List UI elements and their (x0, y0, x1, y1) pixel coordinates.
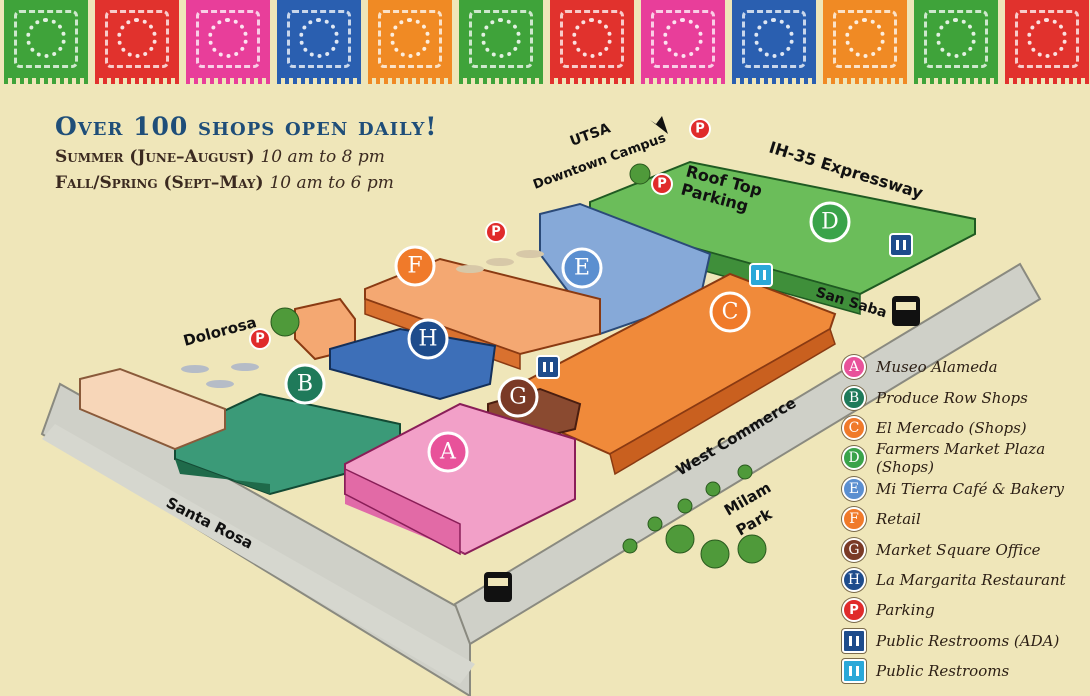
marker-g[interactable]: G (497, 376, 539, 418)
label-dolorosa: Dolorosa (181, 313, 258, 350)
legend-marker: A (842, 355, 866, 380)
svg-text:P: P (491, 225, 501, 240)
legend-label: Public Restrooms (876, 662, 1010, 681)
legend-label: Produce Row Shops (876, 388, 1028, 407)
parking-marker[interactable]: P (485, 221, 507, 243)
svg-text:P: P (695, 122, 705, 137)
arrow-up-icon (650, 116, 668, 134)
restroom-icon[interactable] (749, 263, 773, 287)
restroom-ada-icon[interactable] (536, 355, 560, 379)
fall-spring-hours: Fall/Spring (Sept–May) 10 am to 6 pm (55, 173, 525, 193)
building-produce-row-side (175, 459, 270, 494)
marker-h[interactable]: H (407, 318, 449, 360)
banner-flag (95, 0, 179, 84)
legend-label: La Margarita Restaurant (876, 570, 1066, 589)
svg-text:E: E (574, 256, 590, 281)
papel-picado-banner (0, 0, 1090, 84)
building-museo-alameda-wall (344, 467, 461, 556)
banner-flag (914, 0, 998, 84)
legend-item: Public Restrooms (ADA) (842, 626, 1087, 656)
banner-flag (823, 0, 907, 84)
parking-lot-dolorosa (181, 363, 259, 388)
summer-hours: Summer (June–August) 10 am to 8 pm (55, 147, 525, 167)
trolley-icon (484, 572, 512, 602)
banner-flag (1005, 0, 1089, 84)
parking-marker[interactable]: P (249, 328, 271, 350)
summer-times: 10 am to 8 pm (260, 147, 385, 167)
building-la-margarita (329, 327, 497, 401)
market-square-map: UTSA Downtown Campus IH-35 Expressway Ro… (40, 116, 1042, 696)
restroom-ada-icon (842, 628, 866, 653)
legend-item: E Mi Tierra Café & Bakery (842, 474, 1087, 504)
legend-label: Public Restrooms (ADA) (876, 631, 1060, 650)
banner-flag (277, 0, 361, 84)
banner-flag (732, 0, 816, 84)
legend-item: P Parking (842, 595, 1087, 625)
legend-marker: B (842, 385, 866, 410)
banner-flag (4, 0, 88, 84)
fall-label: Fall/Spring (Sept–May) (55, 173, 264, 193)
parking-lot-north (456, 250, 544, 273)
legend-label: Farmers Market Plaza (Shops) (876, 440, 1046, 477)
legend-item: Public Restrooms (842, 656, 1087, 686)
hours-title: Over 100 shops open daily! (55, 112, 438, 141)
marker-e[interactable]: E (561, 247, 603, 289)
building-historic-left (79, 367, 226, 451)
legend-marker: E (842, 476, 866, 501)
legend-marker: H (842, 567, 866, 592)
fall-times: 10 am to 6 pm (269, 173, 394, 193)
svg-text:A: A (439, 440, 457, 465)
restroom-icon (842, 659, 866, 684)
banner-flag (641, 0, 725, 84)
svg-text:G: G (509, 385, 527, 410)
marker-c[interactable]: C (709, 291, 751, 333)
legend-marker: F (842, 507, 866, 532)
svg-text:H: H (418, 327, 437, 352)
street-santa-rosa-base (42, 424, 475, 684)
banner-flag (459, 0, 543, 84)
legend-item: D Farmers Market Plaza (Shops) (842, 440, 1087, 477)
summer-label: Summer (June–August) (55, 147, 255, 167)
legend-marker: C (842, 415, 866, 440)
legend-label: Retail (876, 510, 921, 529)
legend-item: C El Mercado (Shops) (842, 413, 1087, 443)
street-west-commerce (453, 262, 1042, 646)
svg-text:P: P (255, 332, 265, 347)
hours-panel: Over 100 shops open daily! Summer (June–… (55, 112, 525, 193)
legend-label: Market Square Office (876, 540, 1041, 559)
parking-marker[interactable]: P (689, 118, 711, 140)
svg-text:D: D (821, 210, 839, 235)
legend-item: B Produce Row Shops (842, 382, 1087, 412)
legend-label: Museo Alameda (876, 358, 998, 377)
trees (270, 163, 767, 569)
building-el-mercado-side (609, 327, 836, 476)
marker-d[interactable]: D (809, 201, 851, 243)
legend-marker: P (842, 598, 866, 623)
marker-b[interactable]: B (284, 363, 326, 405)
svg-text:B: B (297, 372, 313, 397)
legend-label: Parking (876, 601, 935, 620)
svg-text:F: F (407, 254, 422, 279)
svg-text:P: P (657, 177, 667, 192)
legend-label: Mi Tierra Café & Bakery (876, 479, 1064, 498)
legend-item: H La Margarita Restaurant (842, 565, 1087, 595)
label-utsa: UTSA (568, 120, 613, 149)
legend-item: F Retail (842, 504, 1087, 534)
legend-marker: D (842, 446, 866, 471)
svg-text:C: C (722, 300, 739, 325)
legend-label: El Mercado (Shops) (876, 418, 1027, 437)
legend-marker: G (842, 537, 866, 562)
marker-f[interactable]: F (394, 245, 436, 287)
banner-flag (186, 0, 270, 84)
banner-flag (550, 0, 634, 84)
legend-item: A Museo Alameda (842, 352, 1087, 382)
restroom-ada-icon[interactable] (889, 233, 913, 257)
marker-a[interactable]: A (427, 431, 469, 473)
legend-item: G Market Square Office (842, 534, 1087, 564)
trolley-icon (892, 296, 920, 326)
banner-flag (368, 0, 452, 84)
parking-marker[interactable]: P (651, 173, 673, 195)
